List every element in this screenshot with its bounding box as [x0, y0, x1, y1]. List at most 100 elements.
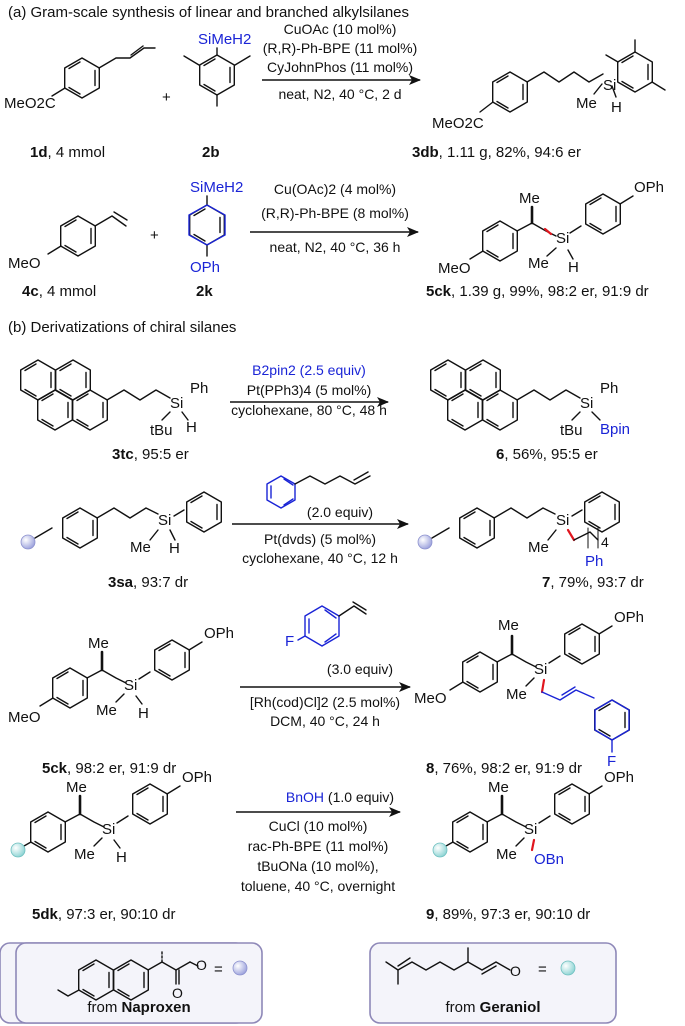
section-a-title: (a) Gram-scale synthesis of linear and b… [8, 4, 409, 21]
condition-line: (R,R)-Ph-BPE (8 mol%) [261, 205, 409, 221]
condition-line: neat, N2, 40 °C, 2 d [278, 86, 401, 102]
methoxy-label: MeO [414, 690, 447, 707]
phenyl-label: Ph [600, 380, 618, 397]
caption-2b: 2b [202, 144, 220, 161]
caption-5ck: 5ck, 98:2 er, 91:9 dr [42, 760, 176, 777]
caption-7: 7, 79%, 93:7 dr [542, 574, 644, 591]
me-label: Me [498, 617, 519, 634]
product-6-structure: Si Ph tBu Bpin [430, 359, 630, 439]
phenoxy-label: OPh [204, 625, 234, 642]
silane-label: SiMeH2 [198, 31, 251, 48]
condition-line: (3.0 equiv) [327, 661, 393, 677]
si-label: Si [124, 677, 137, 694]
ester-label: MeO2C [4, 95, 56, 112]
condition-line: rac-Ph-BPE (11 mol%) [248, 838, 389, 854]
reaction-2: MeO + SiMeH2 OPh Cu(OAc)2 (4 mol%) (R,R)… [8, 179, 664, 300]
compound-2k-structure: SiMeH2 OPh [188, 179, 243, 276]
reagent-fluorostyrene: F [285, 601, 367, 650]
si-label: Si [534, 661, 547, 678]
condition-line: tBuONa (10 mol%), [257, 858, 378, 874]
condition-line: CyJohnPhos (11 mol%) [267, 59, 413, 75]
caption-4c: 4c, 4 mmol [22, 283, 96, 300]
si-label: Si [170, 395, 183, 412]
caption-1d: 1d, 4 mmol [30, 144, 105, 161]
reaction-4: Si Me H (2.0 equiv) Pt(dvds) (5 mol%) cy… [20, 471, 644, 591]
si-label: Si [603, 77, 616, 94]
reagent-b2pin2: B2pin2 (2.5 equiv) [252, 362, 366, 378]
h-label: H [169, 540, 180, 557]
compound-5dk-structure: Me Si OPh Me H [10, 769, 212, 866]
compound-1d-structure: MeO2C [4, 45, 156, 112]
h-label: H [568, 259, 579, 276]
geraniol-sphere [10, 842, 26, 858]
bpin-label: Bpin [600, 421, 630, 438]
geraniol-sphere [560, 960, 576, 976]
caption-5ck: 5ck, 1.39 g, 99%, 98:2 er, 91:9 dr [426, 283, 649, 300]
caption-6: 6, 56%, 95:5 er [496, 446, 598, 463]
legend-geraniol-panel: O = from Geraniol [369, 942, 617, 1024]
legend-geraniol-label: from Geraniol [445, 999, 540, 1016]
compound-4c-structure: MeO [8, 211, 128, 272]
me-label: Me [576, 95, 597, 112]
condition-line: CuOAc (10 mol%) [284, 21, 397, 37]
me-label: Me [519, 190, 540, 207]
me-label: Me [66, 779, 87, 796]
h-label: H [138, 705, 149, 722]
tbu-label: tBu [150, 422, 173, 439]
product-7-structure: Si Me 4 Ph [417, 491, 620, 570]
compound-3sa-structure: Si Me H [20, 491, 223, 557]
legend-equals: = [214, 961, 223, 978]
condition-line: (R,R)-Ph-BPE (11 mol%) [263, 40, 418, 56]
methoxy-label: MeO [8, 709, 41, 726]
phenoxy-label: OPh [634, 179, 664, 196]
methoxy-label: MeO [8, 255, 41, 272]
h-label: H [611, 99, 622, 116]
reagent-bnoh: BnOH (1.0 equiv) [286, 789, 394, 805]
product-5ck-structure: Me MeO Si OPh Me H [438, 179, 664, 277]
si-label: Si [580, 395, 593, 412]
me-label: Me [96, 702, 117, 719]
reaction-1: MeO2C + SiMeH2 CuOAc (10 mol%) (R,R)-Ph-… [4, 21, 666, 161]
condition-line: CuCl (10 mol%) [269, 818, 368, 834]
naproxen-sphere [232, 960, 248, 976]
reaction-6: Me Si OPh Me H BnOH (1.0 equiv) CuCl (10… [10, 769, 634, 923]
condition-line: cyclohexane, 80 °C, 48 h [231, 402, 387, 418]
carbonyl-o: O [172, 985, 183, 1001]
geraniol-sphere [432, 842, 448, 858]
ether-o: O [510, 963, 521, 979]
condition-line: Pt(dvds) (5 mol%) [264, 531, 376, 547]
condition-line: Cu(OAc)2 (4 mol%) [274, 181, 396, 197]
si-label: Si [524, 821, 537, 838]
reaction-5: Me MeO Si OPh Me H F (3.0 equiv) [Rh(cod… [8, 601, 644, 777]
phenoxy-label: OPh [614, 609, 644, 626]
chain-count: 4 [601, 534, 609, 550]
naproxen-sphere [417, 534, 433, 550]
me-label: Me [88, 635, 109, 652]
h-label: H [186, 419, 197, 436]
me-label: Me [528, 539, 549, 556]
phenyl-label: Ph [585, 553, 603, 570]
condition-line: cyclohexane, 40 °C, 12 h [242, 550, 398, 566]
me-label: Me [528, 255, 549, 272]
caption-3sa: 3sa, 93:7 dr [108, 574, 188, 591]
legend-naproxen-panel: O O = from Naproxen [15, 942, 263, 1024]
me-label: Me [488, 779, 509, 796]
phenoxy-label: OPh [190, 259, 220, 276]
legend-equals: = [538, 961, 547, 978]
compound-3tc-structure: Si Ph tBu H [20, 359, 208, 439]
si-label: Si [556, 230, 569, 247]
si-label: Si [102, 821, 115, 838]
condition-line: [Rh(cod)Cl]2 (2.5 mol%) [250, 694, 400, 710]
me-label: Me [506, 686, 527, 703]
plus-sign: + [162, 89, 171, 106]
fluoro-label: F [607, 753, 616, 770]
caption-2k: 2k [196, 283, 213, 300]
phenyl-label: Ph [190, 380, 208, 397]
compound-2b-structure: SiMeH2 [183, 31, 251, 107]
ester-o: O [196, 957, 207, 973]
naproxen-sphere [20, 534, 36, 550]
condition-line: toluene, 40 °C, overnight [241, 878, 395, 894]
ester-label: MeO2C [432, 115, 484, 132]
